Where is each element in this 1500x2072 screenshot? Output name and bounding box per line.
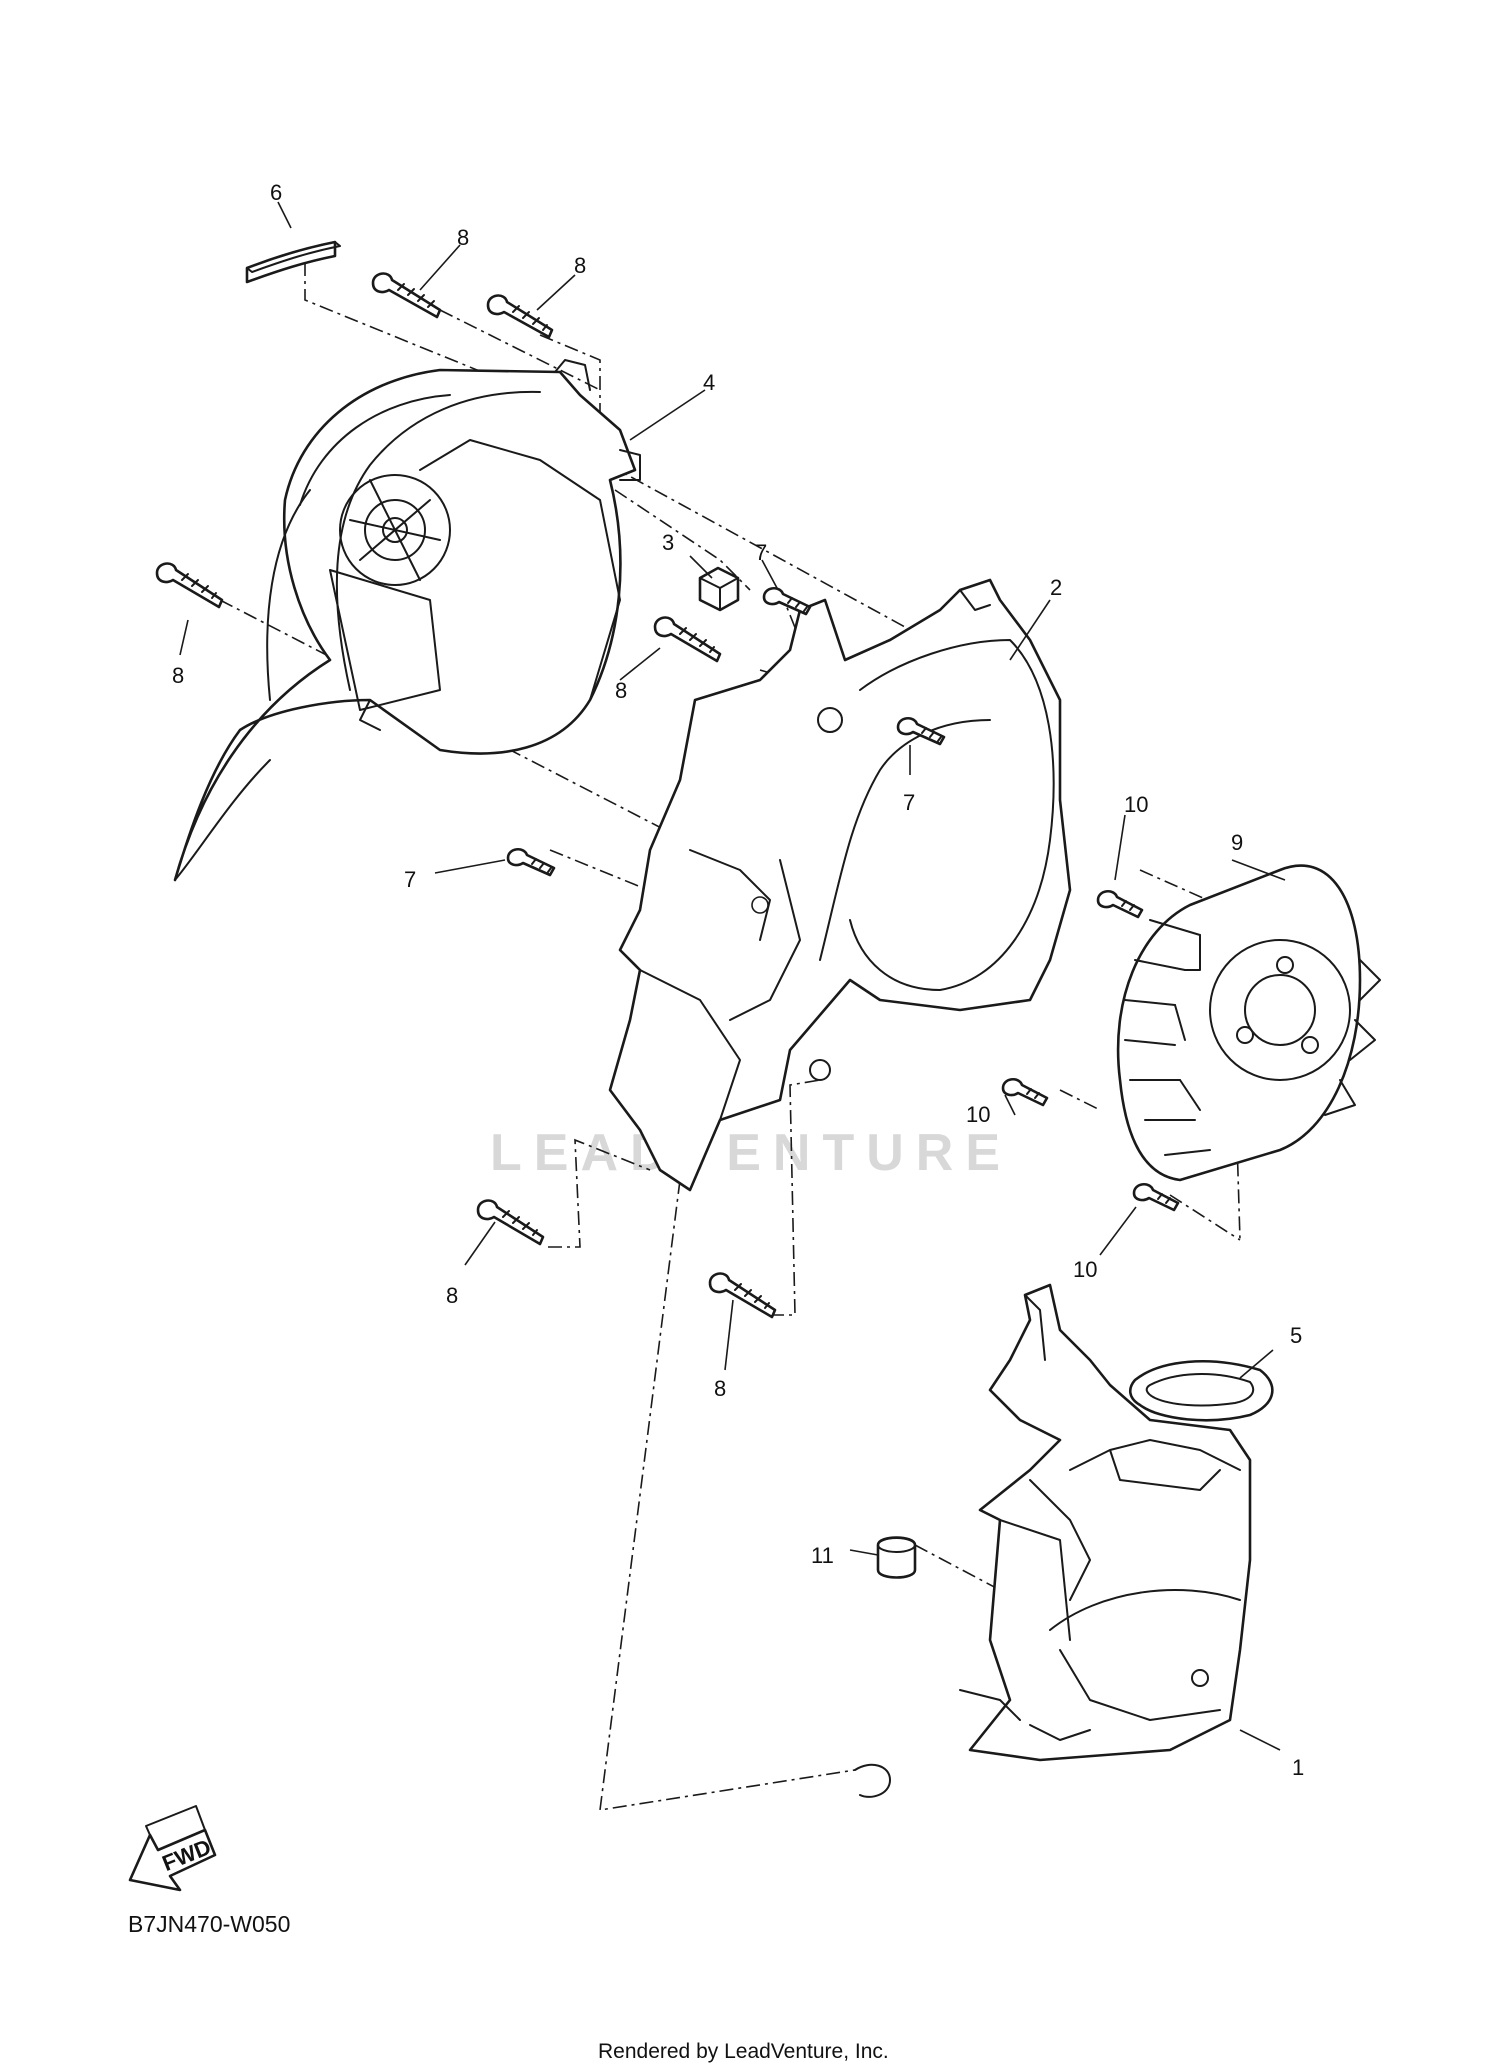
- part-1-air-duct: [854, 1283, 1252, 1798]
- callout-8-middle: 8: [615, 678, 627, 703]
- leader-lines: [179, 201, 1286, 1751]
- callout-1: 1: [1292, 1755, 1304, 1780]
- callout-2: 2: [1050, 575, 1062, 600]
- callout-8-bottom: 8: [714, 1376, 726, 1401]
- callout-3: 3: [662, 530, 674, 555]
- screws-part-8: [155, 272, 777, 1319]
- callout-11: 11: [811, 1543, 834, 1568]
- callout-7-left: 7: [404, 867, 416, 892]
- bolts-part-7: [506, 587, 946, 877]
- callout-7-top: 7: [755, 540, 767, 565]
- watermark: LEADVENTURE: [490, 998, 1012, 1182]
- part-5-grommet: [1129, 1360, 1274, 1422]
- callout-8-top-left: 8: [457, 225, 469, 250]
- part-2-fan-housing: [608, 578, 1072, 1192]
- callout-4: 4: [703, 370, 715, 395]
- callout-9: 9: [1231, 830, 1243, 855]
- part-3-damper: [698, 566, 740, 612]
- render-credit: Rendered by LeadVenture, Inc.: [598, 2040, 889, 2063]
- callout-7-right: 7: [903, 790, 915, 815]
- callout-5: 5: [1290, 1323, 1302, 1348]
- fwd-arrow: FWD: [128, 1805, 217, 1892]
- diagram-code: B7JN470-W050: [128, 1911, 290, 1937]
- part-9-cooling-fan: [1116, 864, 1381, 1182]
- callout-8-bottom-left: 8: [446, 1283, 458, 1308]
- callout-8-top-right: 8: [574, 253, 586, 278]
- callouts: 6 8 8 4 8 3 7 2 8 7 7 10 9 10 8 10 8 5 1…: [172, 180, 1304, 1780]
- callout-10-bottom: 10: [1073, 1257, 1097, 1282]
- callout-10-top: 10: [1124, 792, 1148, 817]
- watermark-text: LEADVENTURE: [490, 1124, 1012, 1182]
- part-11-collar: [876, 1536, 917, 1579]
- callout-8-left: 8: [172, 663, 184, 688]
- callout-10-middle: 10: [966, 1102, 990, 1127]
- callout-6: 6: [270, 180, 282, 205]
- part-6-seal: [245, 240, 341, 284]
- part-4-fan-shroud: [173, 359, 641, 882]
- bolts-part-10: [1001, 890, 1180, 1212]
